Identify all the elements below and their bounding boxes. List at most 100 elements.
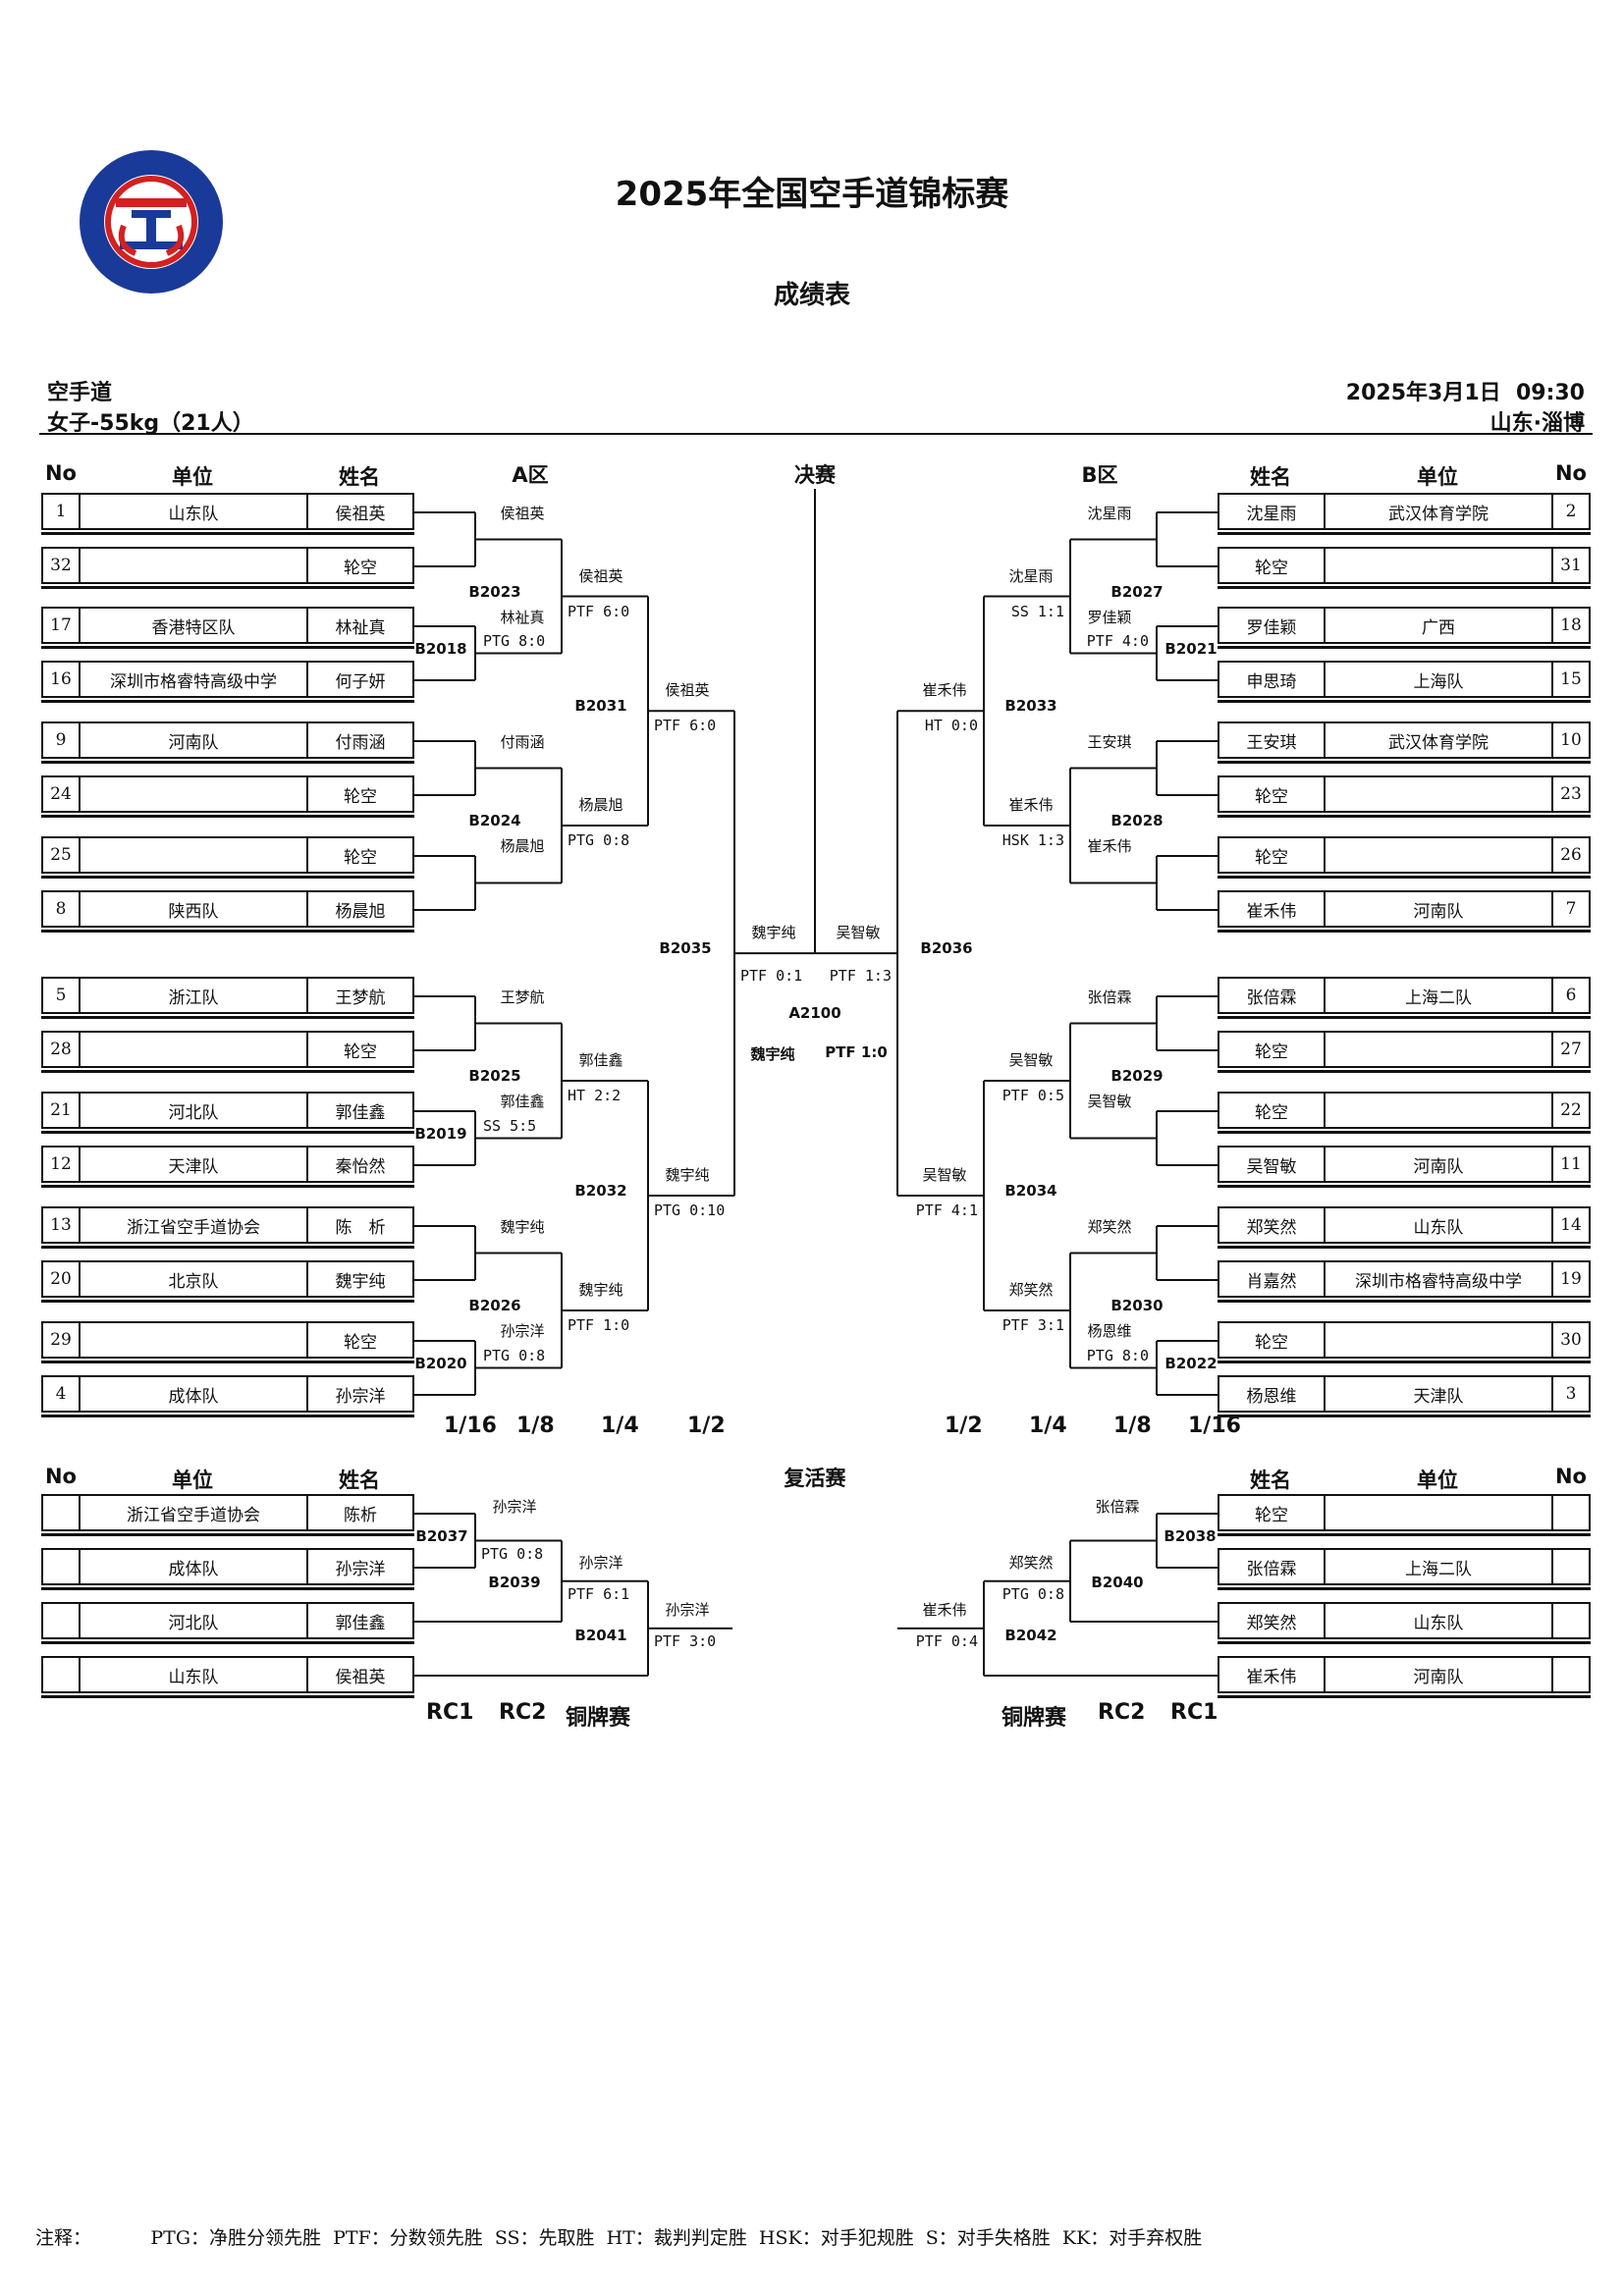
right-r16-code: B2029 xyxy=(1110,1067,1164,1085)
right-entry-no: 26 xyxy=(1551,836,1591,874)
rep-round-label-left: 铜牌赛 xyxy=(566,1706,631,1731)
right-qf-score: PTF 3:1 xyxy=(1001,1316,1064,1334)
right-qf-winner: 沈星雨 xyxy=(1008,566,1054,585)
left-r16-code: B2025 xyxy=(468,1067,521,1085)
right-entry-no: 27 xyxy=(1551,1031,1591,1068)
row-underline xyxy=(1218,761,1591,764)
left-r16-second: 林祉真 xyxy=(500,608,545,626)
right-sf-winner: 吴智敏 xyxy=(922,1166,967,1184)
right-sf-code: B2034 xyxy=(1004,1182,1057,1200)
left-r16-second: 郭佳鑫 xyxy=(500,1093,545,1110)
right-sf-score: HT 0:0 xyxy=(924,717,978,735)
round-label-right: 1/8 xyxy=(1113,1414,1152,1438)
page-title: 2025年全国空手道锦标赛 xyxy=(615,175,1009,214)
left-entry-name: 王梦航 xyxy=(306,977,414,1014)
col-zone-a: A区 xyxy=(512,463,549,487)
right-r16-winner: 沈星雨 xyxy=(1087,504,1132,522)
right-r32-score: PTF 4:0 xyxy=(1086,631,1149,650)
rep-left-winner: 孙宗洋 xyxy=(492,1498,537,1516)
row-underline xyxy=(1218,815,1591,818)
rep-right-score: PTG 0:8 xyxy=(1001,1584,1064,1603)
page-subtitle: 成绩表 xyxy=(773,281,850,310)
rep-left-entry-row: 河北队郭佳鑫 xyxy=(0,1602,1624,1644)
rep-col-name-left: 姓名 xyxy=(339,1468,380,1492)
right-qf-winner: 郑笑然 xyxy=(1008,1281,1054,1299)
right-final-winner: 吴智敏 xyxy=(836,924,881,942)
row-underline xyxy=(41,1695,414,1698)
right-entry-no: 23 xyxy=(1551,775,1591,813)
rep-left-code: B2039 xyxy=(488,1573,541,1591)
right-r16-second: 崔禾伟 xyxy=(1087,837,1132,855)
left-entry-name: 侯祖英 xyxy=(306,493,414,530)
row-underline xyxy=(1218,1533,1591,1536)
final-score: PTF 1:0 xyxy=(825,1043,888,1062)
left-entry-name: 秦怡然 xyxy=(306,1146,414,1183)
left-qf-winner: 魏宇纯 xyxy=(578,1281,623,1299)
left-entry-name: 孙宗洋 xyxy=(306,1375,414,1413)
col-zone-b: B区 xyxy=(1081,463,1118,487)
right-entry-no: 2 xyxy=(1551,493,1591,530)
row-underline xyxy=(41,876,414,879)
left-r16-second: 杨晨旭 xyxy=(500,837,545,855)
rep-right-score: PTF 0:4 xyxy=(915,1631,978,1650)
left-sf-score: PTG 0:10 xyxy=(654,1201,726,1219)
left-r16-winner: 付雨涵 xyxy=(500,732,545,751)
left-r16-winner: 王梦航 xyxy=(500,988,545,1006)
row-underline xyxy=(1218,700,1591,703)
right-entry-no: 30 xyxy=(1551,1321,1591,1359)
header-divider xyxy=(39,433,1593,435)
right-r16-code: B2030 xyxy=(1110,1297,1164,1314)
right-qf-score: SS 1:1 xyxy=(1010,602,1064,620)
rep-left-entry-row: 浙江省空手道协会陈析 xyxy=(0,1494,1624,1536)
right-r16-winner: 王安琪 xyxy=(1087,732,1132,751)
right-r32-code: B2021 xyxy=(1164,639,1218,658)
row-underline xyxy=(1218,532,1591,535)
rep-col-no-left: No xyxy=(44,1465,77,1488)
left-qf-winner: 侯祖英 xyxy=(578,566,623,585)
row-underline xyxy=(41,1361,414,1363)
row-underline xyxy=(41,1070,414,1073)
right-entry-no: 31 xyxy=(1551,547,1591,584)
rep-left-entry-row: 山东队侯祖英 xyxy=(0,1656,1624,1698)
left-sf-code: B2031 xyxy=(574,697,627,716)
karate-association-emblem xyxy=(80,150,223,294)
left-r32-code: B2019 xyxy=(414,1124,467,1143)
left-r32-score: SS 5:5 xyxy=(483,1116,537,1135)
rep-left-score: PTF 6:1 xyxy=(568,1584,630,1603)
row-underline xyxy=(1218,876,1591,879)
right-r16-second: 罗佳颖 xyxy=(1087,608,1132,626)
row-underline xyxy=(41,1300,414,1303)
rep-left-score: PTF 3:0 xyxy=(654,1631,717,1650)
right-r16-winner: 郑笑然 xyxy=(1087,1217,1132,1236)
row-underline xyxy=(41,586,414,589)
left-r16-code: B2024 xyxy=(468,812,521,829)
rep-round-label-right: 铜牌赛 xyxy=(1001,1706,1067,1731)
right-r16-winner: 张倍霖 xyxy=(1087,988,1132,1006)
col-unit-left: 单位 xyxy=(172,465,213,489)
right-sf-code: B2033 xyxy=(1004,697,1057,716)
round-label-left: 1/16 xyxy=(444,1414,497,1438)
rep-col-unit-left: 单位 xyxy=(172,1468,213,1492)
row-underline xyxy=(41,1533,414,1536)
row-underline xyxy=(41,1016,414,1019)
left-entry-name: 轮空 xyxy=(306,775,414,813)
right-qf-winner: 崔禾伟 xyxy=(1008,796,1054,814)
left-final-code: B2035 xyxy=(659,939,712,958)
col-name-right: 姓名 xyxy=(1250,465,1291,489)
rep-left-entry-name: 陈析 xyxy=(306,1494,414,1531)
rep-round-label-left: RC1 xyxy=(426,1700,474,1725)
